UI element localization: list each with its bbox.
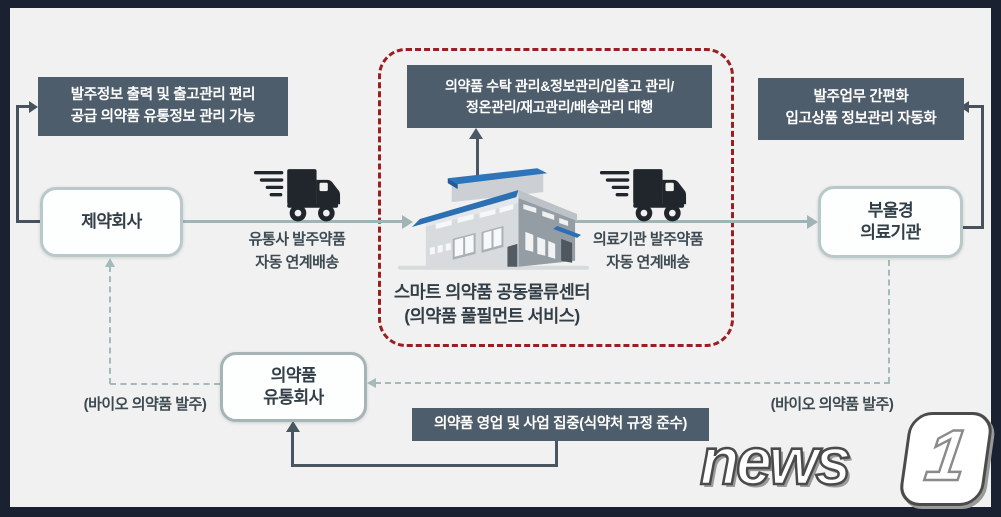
- news1-logo-number: 1: [920, 415, 974, 498]
- business-focus-box: 의약품 영업 및 사업 집중(식약처 규정 준수): [412, 408, 709, 441]
- hospital-line1: 부울경: [867, 200, 914, 220]
- truck2-label: 의료기관 발주약품 자동 연계배송: [573, 229, 723, 274]
- arrowhead-into-distributor-side: [367, 377, 376, 388]
- supplier-benefit-box: 발주정보 출력 및 출고관리 편리 공급 의약품 유통정보 관리 가능: [38, 77, 288, 136]
- hospital-benefit-box: 발주업무 간편화 입고상품 정보관리 자동화: [758, 78, 964, 140]
- hospital-benefit-line2: 입고상품 정보관리 자동화: [785, 111, 937, 127]
- dashed-line-distributor-to-pharma-h: [110, 383, 220, 385]
- line-hospital-loop-top: [969, 105, 984, 108]
- arrowhead-into-hospital: [807, 214, 818, 229]
- node-distributor: 의약품 유통회사: [220, 352, 367, 422]
- delivery-truck-icon-right: [598, 167, 688, 224]
- news1-logo-text: news: [699, 422, 853, 499]
- warehouse-building-icon: [396, 160, 591, 275]
- distributor-line1: 의약품: [270, 365, 317, 385]
- line-pharma-loop-top: [16, 105, 31, 108]
- arrowhead-into-distributor-bottom: [285, 421, 300, 432]
- line-pharma-loop-vertical: [16, 105, 19, 223]
- hospital-line2: 의료기관: [860, 223, 921, 242]
- hospital-benefit-line1: 발주업무 간편화: [813, 89, 909, 106]
- node-pharma-company: 제약회사: [40, 187, 183, 257]
- arrowhead-into-services-box: [469, 128, 483, 139]
- supplier-benefit-line1: 발주정보 출력 및 출고관리 편리: [70, 86, 256, 103]
- flow-line-pharma-to-warehouse: [183, 220, 405, 223]
- arrowhead-into-pharma: [104, 258, 115, 267]
- center-services-line2: 정온관리/재고관리/배송관리 대행: [466, 98, 653, 115]
- truck2-line2: 자동 연계배송: [606, 253, 690, 271]
- node-hospital: 부울경 의료기관: [818, 186, 963, 258]
- flow-line-warehouse-to-hospital: [575, 220, 808, 223]
- dashed-line-hospital-to-distributor-v: [888, 260, 890, 383]
- distributor-line2: 유통회사: [263, 388, 324, 407]
- business-focus-label: 의약품 영업 및 사업 집중(식약처 규정 준수): [433, 415, 688, 432]
- line-hospital-loop-bottom: [960, 226, 984, 229]
- fulfillment-zone-border: [378, 48, 734, 347]
- news1-logo: news 1: [699, 408, 995, 510]
- logistics-center-title: 스마트 의약품 공동물류센터: [394, 282, 590, 302]
- logistics-center-label: 스마트 의약품 공동물류센터 (의약품 풀필먼트 서비스): [342, 281, 642, 328]
- truck1-line2: 자동 연계배송: [255, 253, 339, 271]
- pharma-label: 제약회사: [81, 211, 142, 231]
- arrowhead-into-warehouse: [402, 214, 413, 229]
- line-focus-to-distributor-v2: [291, 430, 294, 467]
- supplier-benefit-line2: 공급 의약품 유통정보 관리 가능: [70, 108, 256, 125]
- truck1-label: 유통사 발주약품 자동 연계배송: [222, 229, 372, 274]
- line-warehouse-to-services: [475, 136, 479, 180]
- center-services-line1: 의약품 수탁 관리&정보관리/입출고 관리/: [444, 77, 675, 94]
- line-focus-to-distributor-h: [291, 464, 558, 467]
- line-focus-to-distributor-v1: [555, 441, 558, 467]
- dashed-line-hospital-to-distributor-h: [375, 382, 890, 384]
- arrowhead-into-supplier-benefit: [29, 100, 38, 113]
- truck2-line1: 의료기관 발주약품: [592, 231, 704, 248]
- dashed-line-distributor-to-pharma-v: [109, 266, 111, 384]
- line-hospital-loop-vertical: [981, 105, 984, 229]
- truck1-line1: 유통사 발주약품: [248, 231, 346, 248]
- bio-order-note-right: (바이오 의약품 발주): [770, 396, 894, 413]
- logistics-center-subtitle: (의약품 풀필먼트 서비스): [404, 305, 580, 326]
- delivery-truck-icon-left: [252, 167, 342, 224]
- bio-order-note-left: (바이오 의약품 발주): [83, 396, 207, 413]
- arrowhead-into-hospital-benefit: [960, 100, 969, 113]
- line-pharma-loop-bottom: [16, 220, 44, 223]
- news1-logo-tile: 1: [897, 412, 995, 506]
- center-services-box: 의약품 수탁 관리&정보관리/입출고 관리/ 정온관리/재고관리/배송관리 대행: [407, 65, 712, 128]
